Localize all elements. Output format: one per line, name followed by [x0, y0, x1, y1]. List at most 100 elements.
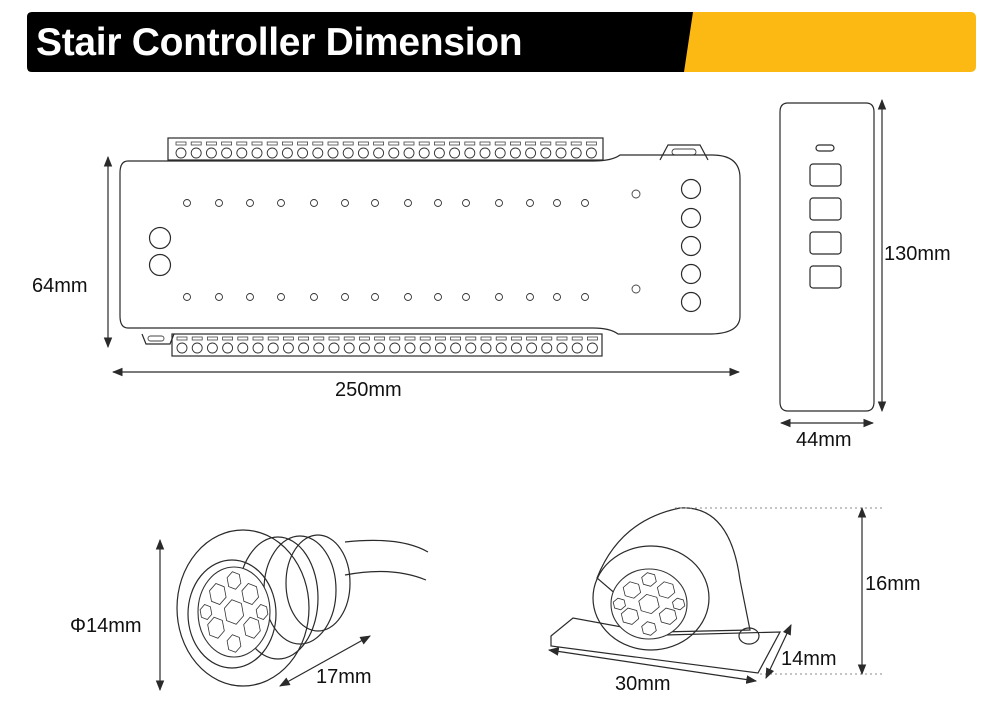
terminal-screw	[282, 342, 294, 354]
terminal-slot	[221, 141, 233, 146]
terminal-screw	[509, 147, 521, 159]
mount-width-line	[765, 624, 792, 679]
sensor-cable-top	[344, 539, 429, 553]
terminal-slot	[556, 336, 568, 341]
mount-length-line	[547, 647, 758, 684]
led-hole	[526, 199, 534, 207]
terminal-screw	[418, 147, 430, 159]
terminal-screw	[327, 147, 339, 159]
terminal-slot	[495, 336, 507, 341]
remote-body	[779, 102, 875, 412]
terminal-slot	[358, 336, 370, 341]
lens-facet	[209, 583, 227, 605]
terminal-slot	[176, 336, 188, 341]
terminal-slot	[389, 336, 401, 341]
mount-screw-hole	[738, 627, 760, 645]
mount-width-label: 14mm	[781, 648, 837, 670]
terminal-screw	[433, 147, 445, 159]
terminal-screw	[343, 342, 355, 354]
lens-facet	[255, 604, 269, 620]
lens-facet	[241, 583, 259, 605]
remote-button-4	[809, 265, 842, 289]
terminal-slot	[587, 336, 598, 341]
lens-facet	[226, 634, 242, 653]
terminal-screw	[373, 147, 385, 159]
terminal-slot	[419, 336, 431, 341]
terminal-screw	[450, 342, 462, 354]
terminal-screw	[205, 147, 217, 159]
controller-drawing: 64mm 250mm	[32, 137, 741, 401]
terminal-screw	[252, 342, 264, 354]
terminal-screw	[222, 342, 234, 354]
terminal-slot	[449, 141, 461, 146]
led-hole	[526, 293, 534, 301]
led-hole	[434, 293, 442, 301]
title-banner	[27, 12, 976, 72]
terminal-slot	[464, 141, 476, 146]
terminal-slot	[418, 141, 430, 146]
terminal-screw	[313, 342, 325, 354]
terminal-slot	[465, 336, 477, 341]
terminal-screw	[525, 147, 537, 159]
led-hole	[215, 293, 223, 301]
led-hole	[581, 293, 589, 301]
left-connector-1	[148, 226, 172, 250]
terminal-screw	[419, 342, 431, 354]
terminal-slot	[509, 141, 521, 146]
terminal-screw	[479, 147, 491, 159]
terminal-screw	[237, 342, 249, 354]
led-hole	[341, 199, 349, 207]
terminal-screw	[266, 147, 278, 159]
terminal-slot	[236, 141, 248, 146]
led-hole	[277, 199, 285, 207]
led-hole	[495, 293, 503, 301]
remote-width-label: 44mm	[796, 429, 852, 451]
terminal-slot	[327, 141, 339, 146]
terminal-screw	[251, 147, 263, 159]
terminal-slot	[267, 336, 279, 341]
terminal-screw	[465, 342, 477, 354]
led-hole	[495, 199, 503, 207]
led-hole	[404, 199, 412, 207]
terminal-screw	[328, 342, 340, 354]
terminal-screw	[389, 342, 401, 354]
led-hole	[341, 293, 349, 301]
terminal-screw	[495, 342, 507, 354]
led-hole	[371, 293, 379, 301]
terminal-slot	[510, 336, 522, 341]
lens-facet	[612, 597, 626, 611]
terminal-screw	[267, 342, 279, 354]
led-hole	[183, 293, 191, 301]
mount-length-label: 30mm	[615, 673, 671, 695]
terminal-slot	[586, 141, 597, 146]
controller-length-label: 250mm	[335, 379, 402, 401]
terminal-slot	[251, 141, 263, 146]
terminal-slot	[404, 336, 416, 341]
remote-button-2	[809, 197, 842, 221]
terminal-screw	[358, 342, 370, 354]
left-mounting-tab	[141, 333, 175, 345]
terminal-slot	[480, 336, 492, 341]
terminal-slot	[388, 141, 400, 146]
terminal-slot	[433, 141, 445, 146]
terminal-screw	[357, 147, 369, 159]
banner-dark	[27, 12, 693, 72]
led-hole	[183, 199, 191, 207]
remote-drawing: 130mm 44mm	[779, 98, 951, 451]
led-hole	[310, 199, 318, 207]
lens-facet	[207, 616, 225, 639]
terminal-screw	[221, 147, 233, 159]
status-led-bottom	[631, 284, 641, 294]
remote-height-label: 130mm	[884, 243, 951, 265]
terminal-slot	[540, 141, 552, 146]
terminal-slot	[252, 336, 264, 341]
right-tab-hole	[671, 148, 697, 156]
terminal-screw	[388, 147, 400, 159]
right-port-3	[680, 235, 702, 257]
terminal-slot	[282, 336, 294, 341]
led-hole	[215, 199, 223, 207]
terminal-slot	[526, 336, 537, 341]
mount-housing	[596, 507, 751, 633]
led-hole	[310, 293, 318, 301]
